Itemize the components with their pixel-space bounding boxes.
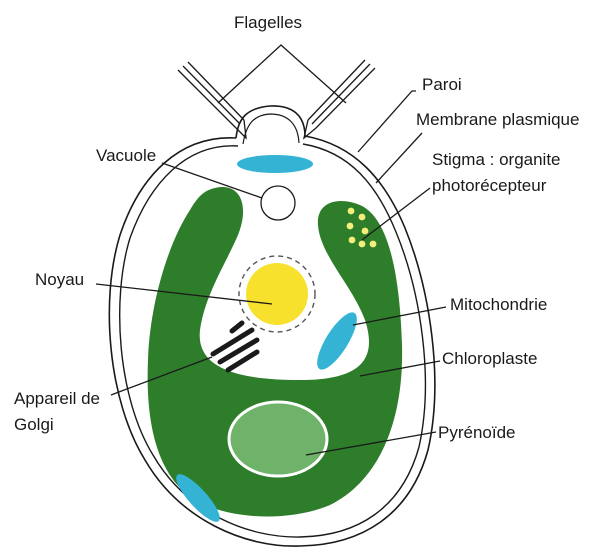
vacuole (261, 186, 295, 220)
label-chloroplaste: Chloroplaste (442, 349, 537, 368)
label-stigma-line1: Stigma : organite (432, 150, 561, 169)
label-noyau: Noyau (35, 270, 84, 289)
label-golgi-line1: Appareil de (14, 389, 100, 408)
flagella (178, 60, 375, 138)
label-mitochondrie: Mitochondrie (450, 295, 547, 314)
reservoir-vesicle (237, 155, 313, 173)
label-stigma-line2: photorécepteur (432, 176, 547, 195)
reservoir-inner (243, 114, 299, 144)
label-paroi: Paroi (422, 75, 462, 94)
reservoir-outline (236, 106, 305, 138)
golgi-apparatus (213, 323, 257, 370)
label-membrane-plasmique: Membrane plasmique (416, 110, 579, 129)
nucleus (246, 263, 308, 325)
label-flagelles: Flagelles (234, 13, 302, 32)
label-vacuole: Vacuole (96, 146, 156, 165)
label-pyrenoide: Pyrénoïde (438, 423, 516, 442)
label-golgi-line2: Golgi (14, 415, 54, 434)
pyrenoid (229, 402, 327, 476)
mitochondria (310, 307, 364, 375)
